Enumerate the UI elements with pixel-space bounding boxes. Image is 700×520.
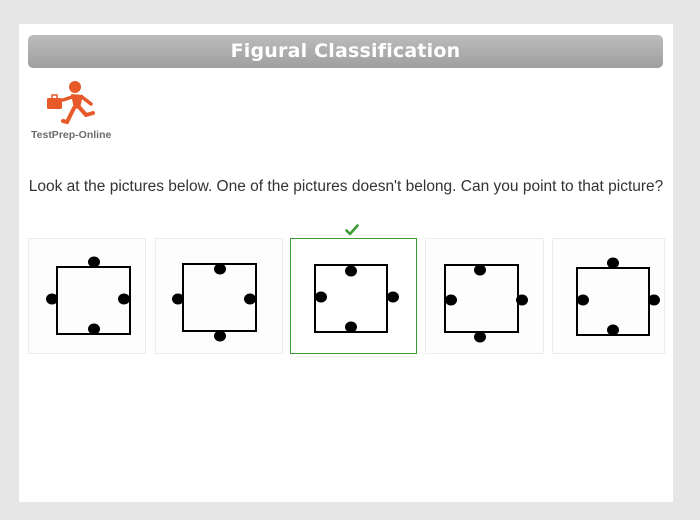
- page-title: Figural Classification: [28, 35, 663, 68]
- option-card-3[interactable]: [290, 238, 417, 354]
- option-card-4[interactable]: [425, 238, 544, 354]
- logo-text: TestPrep-Online: [31, 129, 112, 141]
- square-with-dots-figure: [576, 257, 660, 336]
- square-with-dots-figure: [314, 264, 399, 333]
- testprep-logo: TestPrep-Online: [31, 76, 121, 146]
- option-card-2[interactable]: [155, 238, 283, 354]
- option-card-1[interactable]: [28, 238, 146, 354]
- quiz-page: Figural Classification TestPrep-Online L…: [19, 24, 673, 502]
- running-businessman-logo-icon: [47, 81, 95, 125]
- square-with-dots-figure: [172, 263, 257, 342]
- checkmark-icon: [345, 221, 359, 240]
- question-text: Look at the pictures below. One of the p…: [28, 178, 664, 195]
- square-with-dots-figure: [444, 264, 528, 343]
- square-with-dots-figure: [46, 256, 131, 335]
- option-card-5[interactable]: [552, 238, 665, 354]
